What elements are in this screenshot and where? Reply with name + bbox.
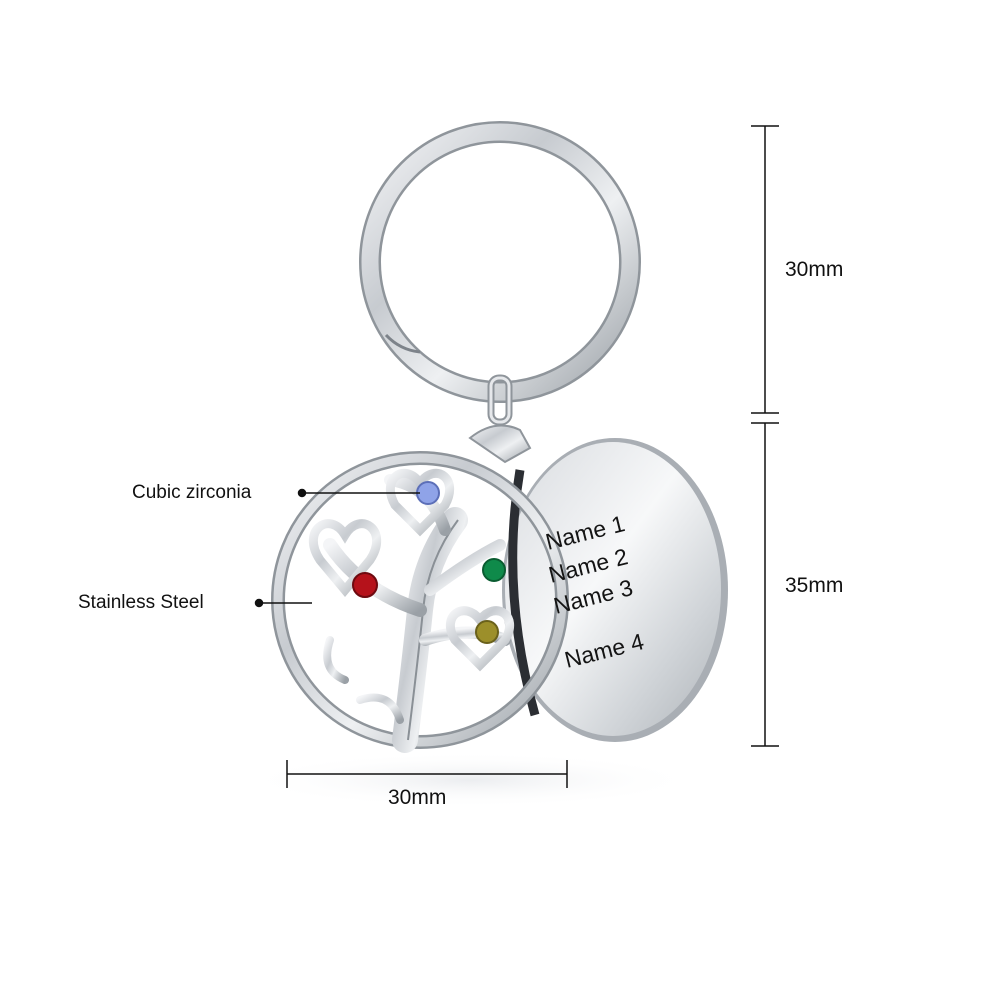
pendant-height-label: 35mm: [785, 574, 844, 597]
gem-red: [352, 572, 378, 598]
cz-leader-dot: [297, 488, 307, 498]
name-disc: [502, 438, 728, 742]
gem-blue: [416, 481, 440, 505]
gem-green: [482, 558, 506, 582]
cubic-zirconia-label: Cubic zirconia: [132, 482, 252, 503]
gem-olive: [475, 620, 499, 644]
pendant-height-dimension: [751, 422, 779, 747]
jump-ring: [487, 374, 513, 426]
callout-leaders: [254, 488, 420, 608]
floor-reflection: [240, 752, 700, 808]
ss-leader-dot: [254, 598, 264, 608]
key-ring: [359, 121, 641, 403]
ring-height-label: 30mm: [785, 258, 844, 281]
pendant-width-label: 30mm: [388, 786, 447, 809]
ring-height-dimension: [751, 125, 779, 414]
stainless-steel-label: Stainless Steel: [78, 592, 204, 613]
tree-pendant: [271, 424, 569, 753]
pendant-width-dimension: [286, 760, 568, 788]
